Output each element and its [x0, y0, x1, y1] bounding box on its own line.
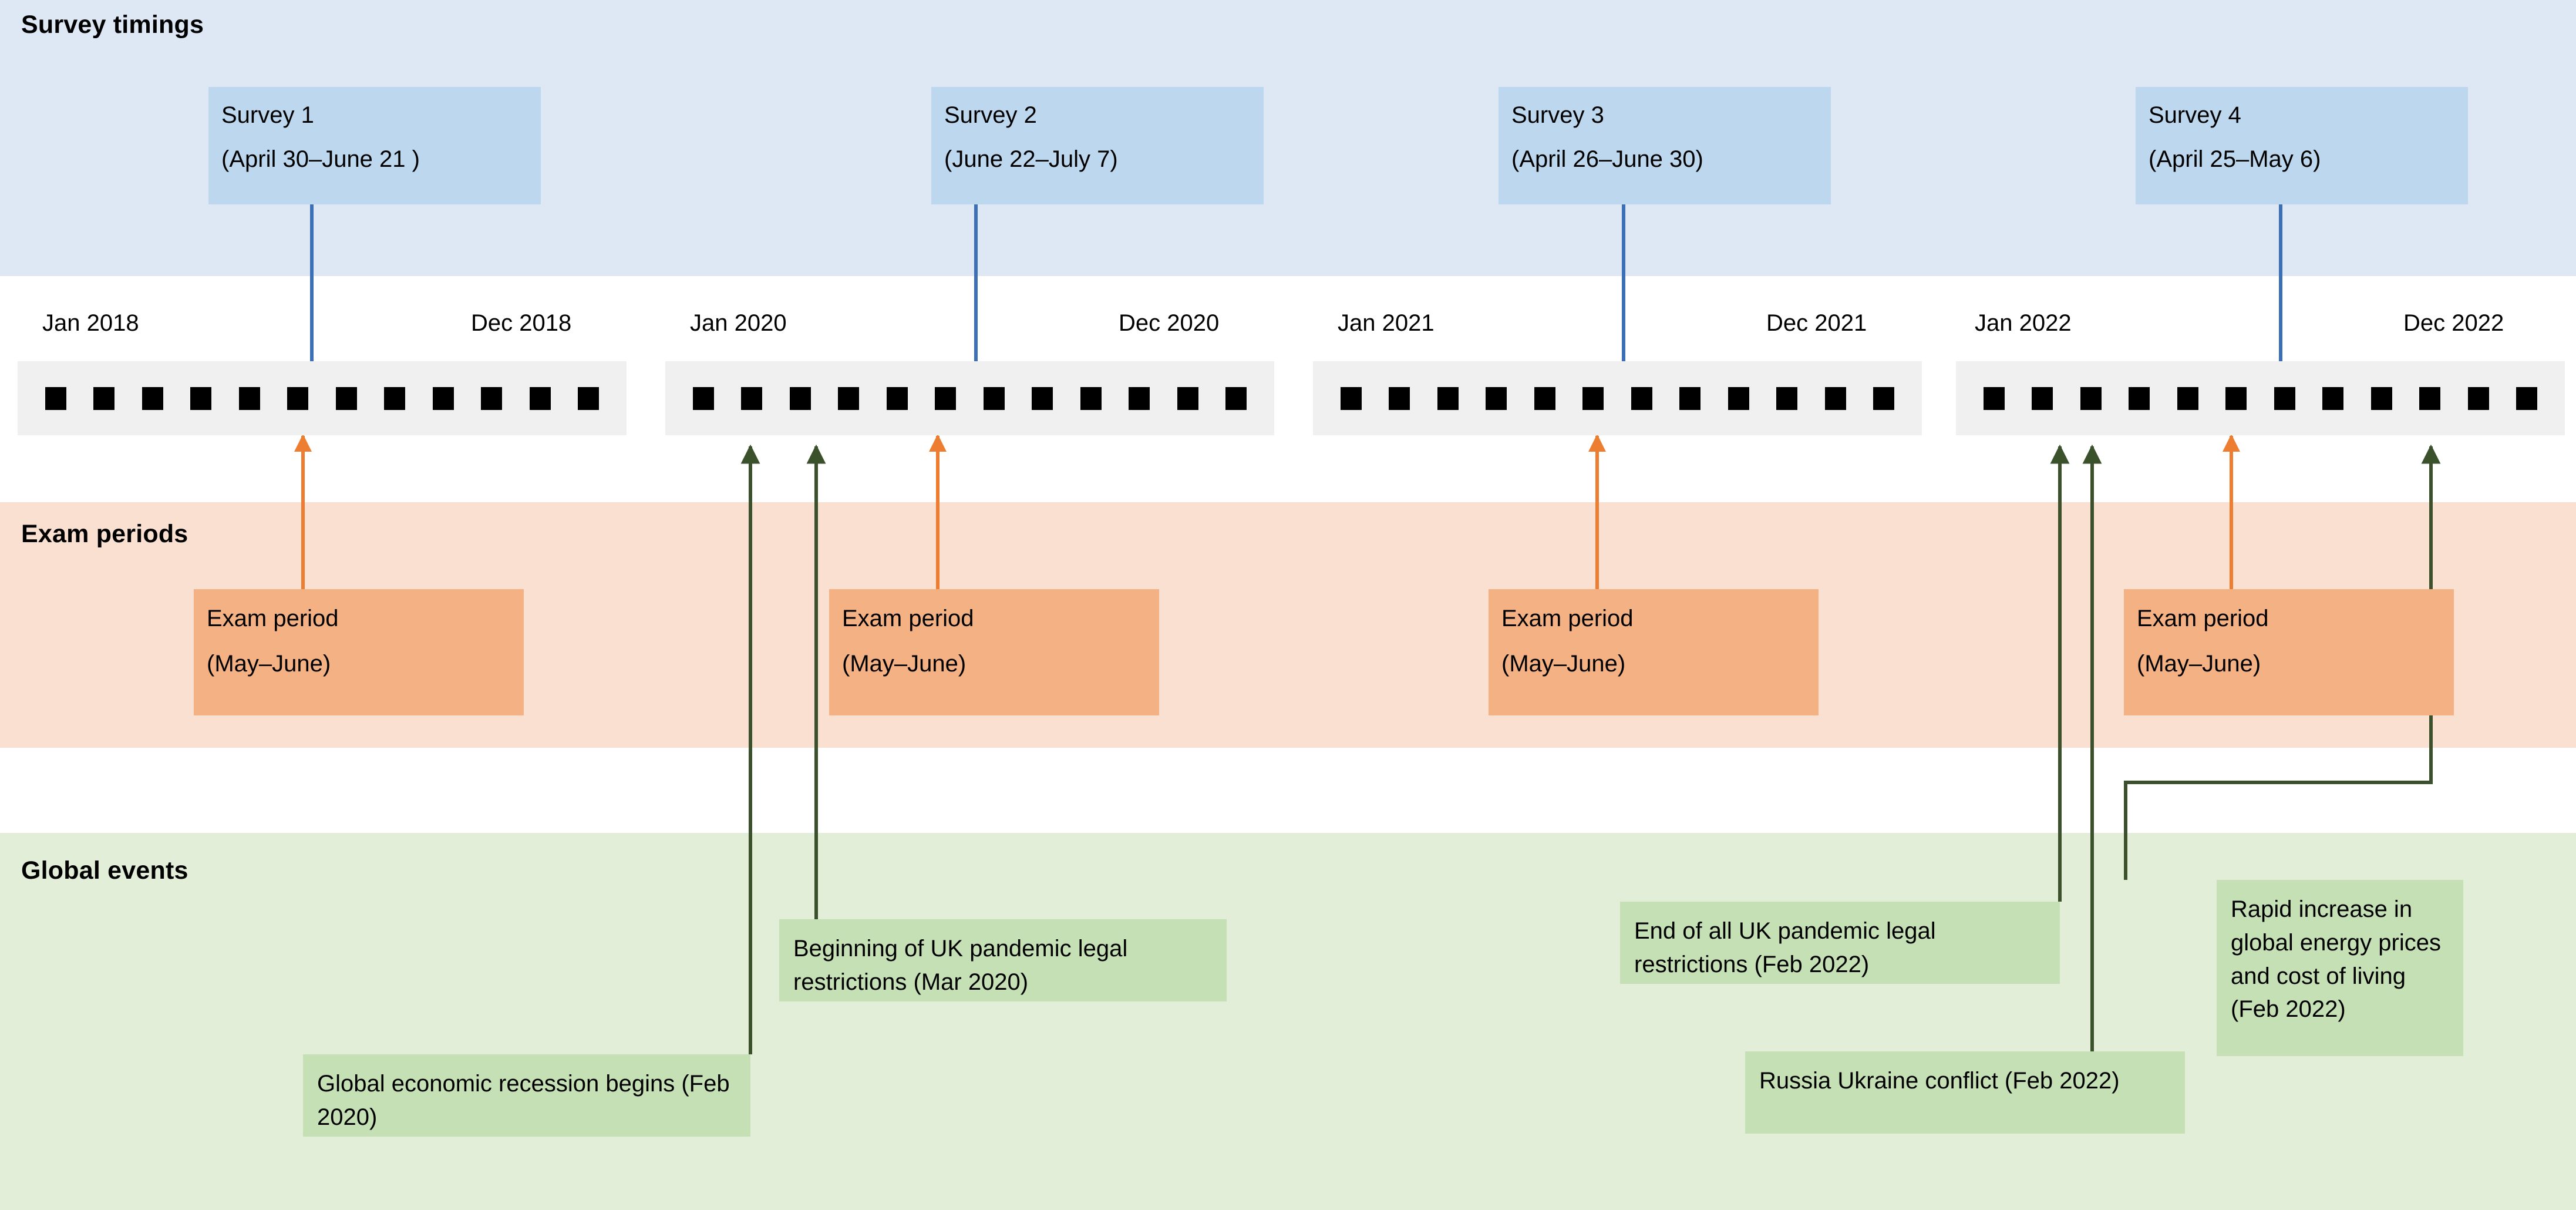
month-marker [1679, 386, 1701, 410]
timeline-2-start-label: Jan 2020 [690, 310, 787, 336]
global-event-box-3[interactable]: End of all UK pandemic legal restriction… [1620, 902, 2060, 984]
survey-timings-title: Survey timings [21, 11, 204, 39]
survey-box-4[interactable]: Survey 4 (April 25–May 6) [2136, 87, 2468, 204]
month-marker [1437, 386, 1459, 410]
exam-box-3[interactable]: Exam period (May–June) [1489, 589, 1819, 715]
month-marker [789, 386, 811, 410]
month-marker [2516, 386, 2538, 410]
timeline-strip-2018 [18, 361, 627, 435]
month-marker [1177, 386, 1198, 410]
month-marker [238, 386, 260, 410]
exam-2-dates: (May–June) [842, 651, 967, 677]
month-marker [2274, 386, 2295, 410]
timeline-strip-2022 [1956, 361, 2565, 435]
survey-4-name: Survey 4 [2149, 102, 2241, 128]
month-marker [1534, 386, 1555, 410]
timeline-3-start-label: Jan 2021 [1338, 310, 1435, 336]
exam-1-dates: (May–June) [207, 651, 331, 677]
month-marker [2032, 386, 2053, 410]
global-event-box-2[interactable]: Beginning of UK pandemic legal restricti… [779, 919, 1227, 1001]
month-marker [1129, 386, 1150, 410]
month-marker [741, 386, 763, 410]
month-marker [1032, 386, 1053, 410]
month-marker [93, 386, 115, 410]
exam-box-2[interactable]: Exam period (May–June) [829, 589, 1159, 715]
month-marker [2129, 386, 2150, 410]
exam-4-dates: (May–June) [2137, 651, 2261, 677]
month-marker [2467, 386, 2489, 410]
month-marker [1873, 386, 1895, 410]
timeline-2-months [665, 361, 1274, 435]
timeline-4-start-label: Jan 2022 [1975, 310, 2072, 336]
month-marker [2419, 386, 2441, 410]
month-marker [335, 386, 357, 410]
exam-3-name: Exam period [1501, 606, 1634, 631]
timeline-strip-2021 [1313, 361, 1922, 435]
timeline-3-end-label: Dec 2021 [1766, 310, 1867, 336]
month-marker [142, 386, 163, 410]
month-marker [1389, 386, 1410, 410]
timeline-2-end-label: Dec 2020 [1119, 310, 1220, 336]
month-marker [2177, 386, 2198, 410]
month-marker [1631, 386, 1652, 410]
exam-2-name: Exam period [842, 606, 974, 631]
month-marker [529, 386, 551, 410]
survey-3-dates: (April 26–June 30) [1511, 146, 1703, 172]
survey-box-2[interactable]: Survey 2 (June 22–July 7) [931, 87, 1264, 204]
global-event-box-5[interactable]: Rapid increase in global energy prices a… [2217, 880, 2463, 1056]
timeline-strip-2020 [665, 361, 1274, 435]
global-events-band [0, 833, 2576, 1210]
month-marker [1983, 386, 2005, 410]
month-marker [578, 386, 600, 410]
month-marker [983, 386, 1005, 410]
global-event-box-4[interactable]: Russia Ukraine conflict (Feb 2022) [1745, 1051, 2185, 1134]
survey-1-dates: (April 30–June 21 ) [221, 146, 420, 172]
month-marker [1824, 386, 1846, 410]
month-marker [45, 386, 66, 410]
exam-3-dates: (May–June) [1501, 651, 1626, 677]
month-marker [935, 386, 957, 410]
month-marker [838, 386, 860, 410]
month-marker [190, 386, 212, 410]
survey-2-name: Survey 2 [944, 102, 1037, 128]
month-marker [1486, 386, 1507, 410]
survey-box-1[interactable]: Survey 1 (April 30–June 21 ) [208, 87, 541, 204]
timeline-1-months [18, 361, 627, 435]
exam-box-1[interactable]: Exam period (May–June) [194, 589, 524, 715]
exam-1-name: Exam period [207, 606, 339, 631]
month-marker [2225, 386, 2247, 410]
survey-4-dates: (April 25–May 6) [2149, 146, 2321, 172]
month-marker [1080, 386, 1102, 410]
month-marker [1340, 386, 1362, 410]
month-marker [481, 386, 503, 410]
timeline-1-start-label: Jan 2018 [42, 310, 139, 336]
month-marker [2080, 386, 2102, 410]
timeline-4-months [1956, 361, 2565, 435]
survey-box-3[interactable]: Survey 3 (April 26–June 30) [1499, 87, 1831, 204]
timeline-1-end-label: Dec 2018 [471, 310, 572, 336]
month-marker [384, 386, 406, 410]
month-marker [432, 386, 454, 410]
month-marker [2370, 386, 2392, 410]
month-marker [692, 386, 714, 410]
month-marker [1582, 386, 1604, 410]
global-event-box-1[interactable]: Global economic recession begins (Feb 20… [303, 1054, 750, 1137]
survey-1-name: Survey 1 [221, 102, 314, 128]
month-marker [287, 386, 309, 410]
exam-4-name: Exam period [2137, 606, 2269, 631]
survey-2-dates: (June 22–July 7) [944, 146, 1118, 172]
month-marker [886, 386, 908, 410]
month-marker [1728, 386, 1749, 410]
exam-periods-title: Exam periods [21, 520, 188, 548]
timeline-3-months [1313, 361, 1922, 435]
exam-box-4[interactable]: Exam period (May–June) [2124, 589, 2454, 715]
month-marker [1225, 386, 1247, 410]
global-events-title: Global events [21, 856, 188, 885]
timeline-4-end-label: Dec 2022 [2403, 310, 2504, 336]
survey-3-name: Survey 3 [1511, 102, 1604, 128]
month-marker [2322, 386, 2344, 410]
month-marker [1776, 386, 1798, 410]
